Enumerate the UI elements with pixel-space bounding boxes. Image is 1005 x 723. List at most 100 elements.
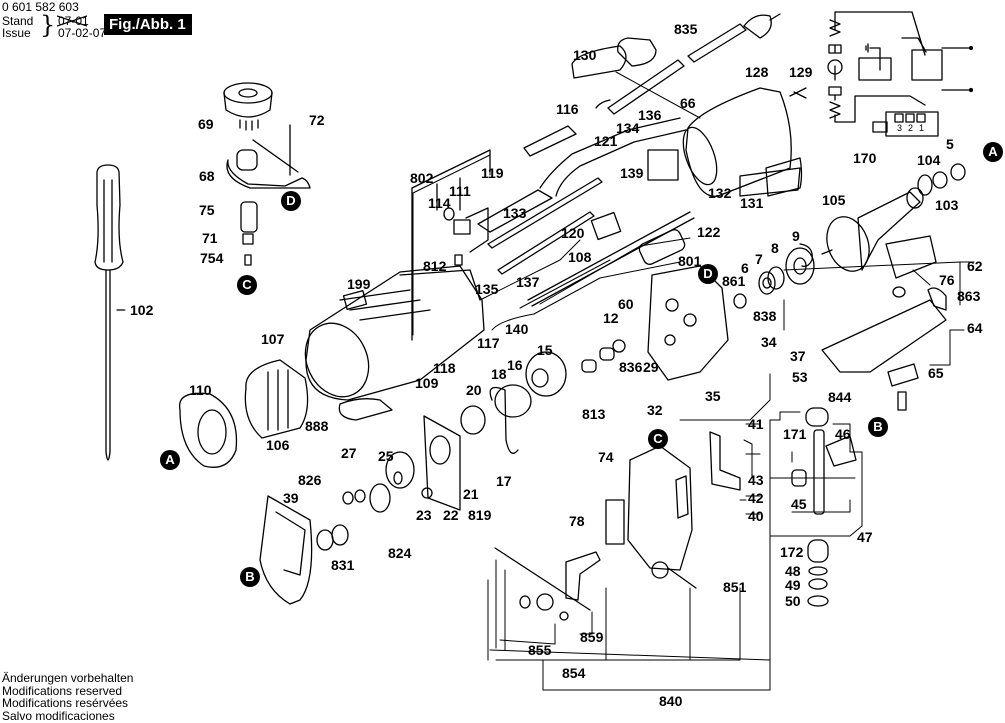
part-label: 46 <box>835 426 851 442</box>
part-label: 116 <box>556 101 579 117</box>
clamp-43 <box>709 431 741 491</box>
brace-icon: } <box>40 11 56 39</box>
figure-badge: Fig./Abb. 1 <box>104 14 192 35</box>
armature-102 <box>821 187 924 272</box>
part-label: 128 <box>745 64 769 80</box>
part-label: 171 <box>783 426 807 442</box>
part-label: 826 <box>298 472 322 488</box>
part-label: 835 <box>674 21 698 37</box>
part-label: 39 <box>283 490 299 506</box>
part-label: 37 <box>790 348 806 364</box>
wire-harness <box>479 71 701 331</box>
part-label: 754 <box>200 250 224 266</box>
part-label: 132 <box>708 185 732 201</box>
part-label: 854 <box>562 665 586 681</box>
footer-line-es: Salvo modificaciones <box>2 708 115 723</box>
part-label: 863 <box>957 288 981 304</box>
part-label: 40 <box>748 508 764 524</box>
stand-label: Stand <box>2 14 34 28</box>
part-label: 851 <box>723 579 747 595</box>
issue-date: 07-02-07 <box>58 26 107 40</box>
part-label: 136 <box>638 107 662 123</box>
strikethrough-icon <box>57 15 87 27</box>
ref-marker-b-left: B <box>240 567 260 587</box>
part-label: 43 <box>748 472 764 488</box>
part-label: 111 <box>449 183 471 199</box>
motor-housing <box>304 265 485 401</box>
part-label: 49 <box>785 577 801 593</box>
part-label: 12 <box>603 310 619 326</box>
ref-marker-a-left: A <box>160 450 180 470</box>
part-label: 172 <box>780 544 804 560</box>
fan-110 <box>178 392 238 468</box>
part-label: 114 <box>428 195 451 211</box>
footer-line-fr: Modifications resérvées <box>2 696 129 711</box>
bracket-855 <box>494 547 601 621</box>
part-label: 5 <box>946 136 954 152</box>
part-label: 78 <box>569 513 585 529</box>
part-label: 16 <box>507 357 523 373</box>
part-label: 71 <box>202 230 218 246</box>
terminal-2: 2 <box>908 123 914 133</box>
part-label: 42 <box>748 490 764 506</box>
part-label: 47 <box>857 529 873 545</box>
part-label: 133 <box>503 205 527 221</box>
part-label: 813 <box>582 406 606 422</box>
part-label: 35 <box>705 388 721 404</box>
part-label: 838 <box>753 308 777 324</box>
part-label: 15 <box>537 342 553 358</box>
part-label: 22 <box>443 507 459 523</box>
part-label: 64 <box>967 320 983 336</box>
power-cord-835 <box>595 13 781 115</box>
part-label: 819 <box>468 507 492 523</box>
part-label: 72 <box>309 112 325 128</box>
part-label: 32 <box>647 402 663 418</box>
part-label: 7 <box>755 251 763 267</box>
part-label: 75 <box>199 202 215 218</box>
part-label: 170 <box>853 150 877 166</box>
part-label: 199 <box>347 276 371 292</box>
footer-disclaimer: Änderungen vorbehalten Modifications res… <box>2 672 133 722</box>
part-label: 105 <box>822 192 846 208</box>
part-label: 812 <box>423 258 447 274</box>
wiring-schematic <box>827 11 974 137</box>
part-label: 74 <box>598 449 614 465</box>
part-label: 888 <box>305 418 329 434</box>
insulation-131 <box>739 167 801 197</box>
part-label: 130 <box>573 47 597 63</box>
footer-line-de: Änderungen vorbehalten <box>2 671 134 685</box>
part-label: 122 <box>697 224 721 240</box>
part-label: 135 <box>475 281 499 297</box>
part-label: 840 <box>659 693 683 709</box>
part-label: 17 <box>496 473 512 489</box>
part-label: 861 <box>722 273 746 289</box>
nameplate-888 <box>338 398 393 421</box>
part-label: 802 <box>410 170 434 186</box>
part-label: 107 <box>261 331 285 347</box>
part-label: 110 <box>189 382 212 398</box>
part-label: 23 <box>416 507 432 523</box>
ref-marker-b-right: B <box>868 417 888 437</box>
document-number: 0 601 582 603 <box>2 0 79 14</box>
part-label: 66 <box>680 95 696 111</box>
part-label: 27 <box>341 445 357 461</box>
part-label: 120 <box>561 225 585 241</box>
label-plate-199 <box>342 290 368 310</box>
part-label: 29 <box>643 359 659 375</box>
part-label: 18 <box>491 366 507 382</box>
part-label: 119 <box>481 165 504 181</box>
insulation-130 <box>571 45 627 79</box>
part-label: 76 <box>939 272 955 288</box>
part-label: 65 <box>928 365 944 381</box>
part-label: 855 <box>528 642 552 658</box>
part-label: 129 <box>789 64 813 80</box>
gear-plate-39 <box>259 471 403 605</box>
part-label: 117 <box>477 335 500 351</box>
part-label: 9 <box>792 228 800 244</box>
part-label: 844 <box>828 389 852 405</box>
sleeve-116 <box>523 125 577 157</box>
part-label: 34 <box>761 334 777 350</box>
part-label: 109 <box>415 375 439 391</box>
part-label: 836 <box>619 359 643 375</box>
